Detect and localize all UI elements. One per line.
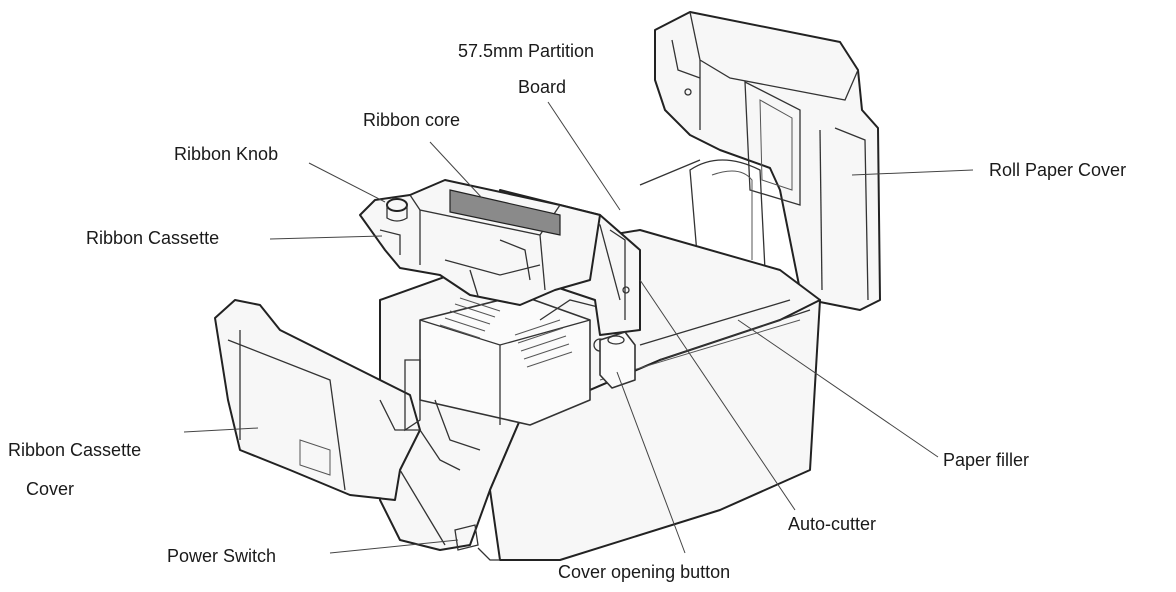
power-switch-part xyxy=(454,524,479,551)
ribbon-cassette-cover-part xyxy=(214,299,461,546)
label-ribbon-cassette-cover-line2: Cover xyxy=(26,479,74,499)
label-power-switch: Power Switch xyxy=(167,546,276,566)
ribbon-knob-part xyxy=(386,198,408,222)
label-ribbon-cassette: Ribbon Cassette xyxy=(86,228,219,248)
leader-lines xyxy=(183,101,974,554)
label-paper-filler: Paper filler xyxy=(943,450,1029,470)
label-partition-board-line1: 57.5mm Partition xyxy=(458,41,594,61)
label-ribbon-core: Ribbon core xyxy=(363,110,460,130)
label-auto-cutter: Auto-cutter xyxy=(788,514,876,534)
label-roll-paper-cover: Roll Paper Cover xyxy=(989,160,1126,180)
label-partition-board-line2: Board xyxy=(518,77,566,97)
print-mechanism-part xyxy=(404,294,621,451)
paper-holder-part xyxy=(639,159,766,291)
ribbon-core-part xyxy=(449,189,561,236)
label-cover-opening-button: Cover opening button xyxy=(558,562,730,582)
cover-opening-button-part xyxy=(599,331,636,389)
label-ribbon-cassette-cover-line1: Ribbon Cassette xyxy=(8,440,141,460)
label-ribbon-knob: Ribbon Knob xyxy=(174,144,278,164)
